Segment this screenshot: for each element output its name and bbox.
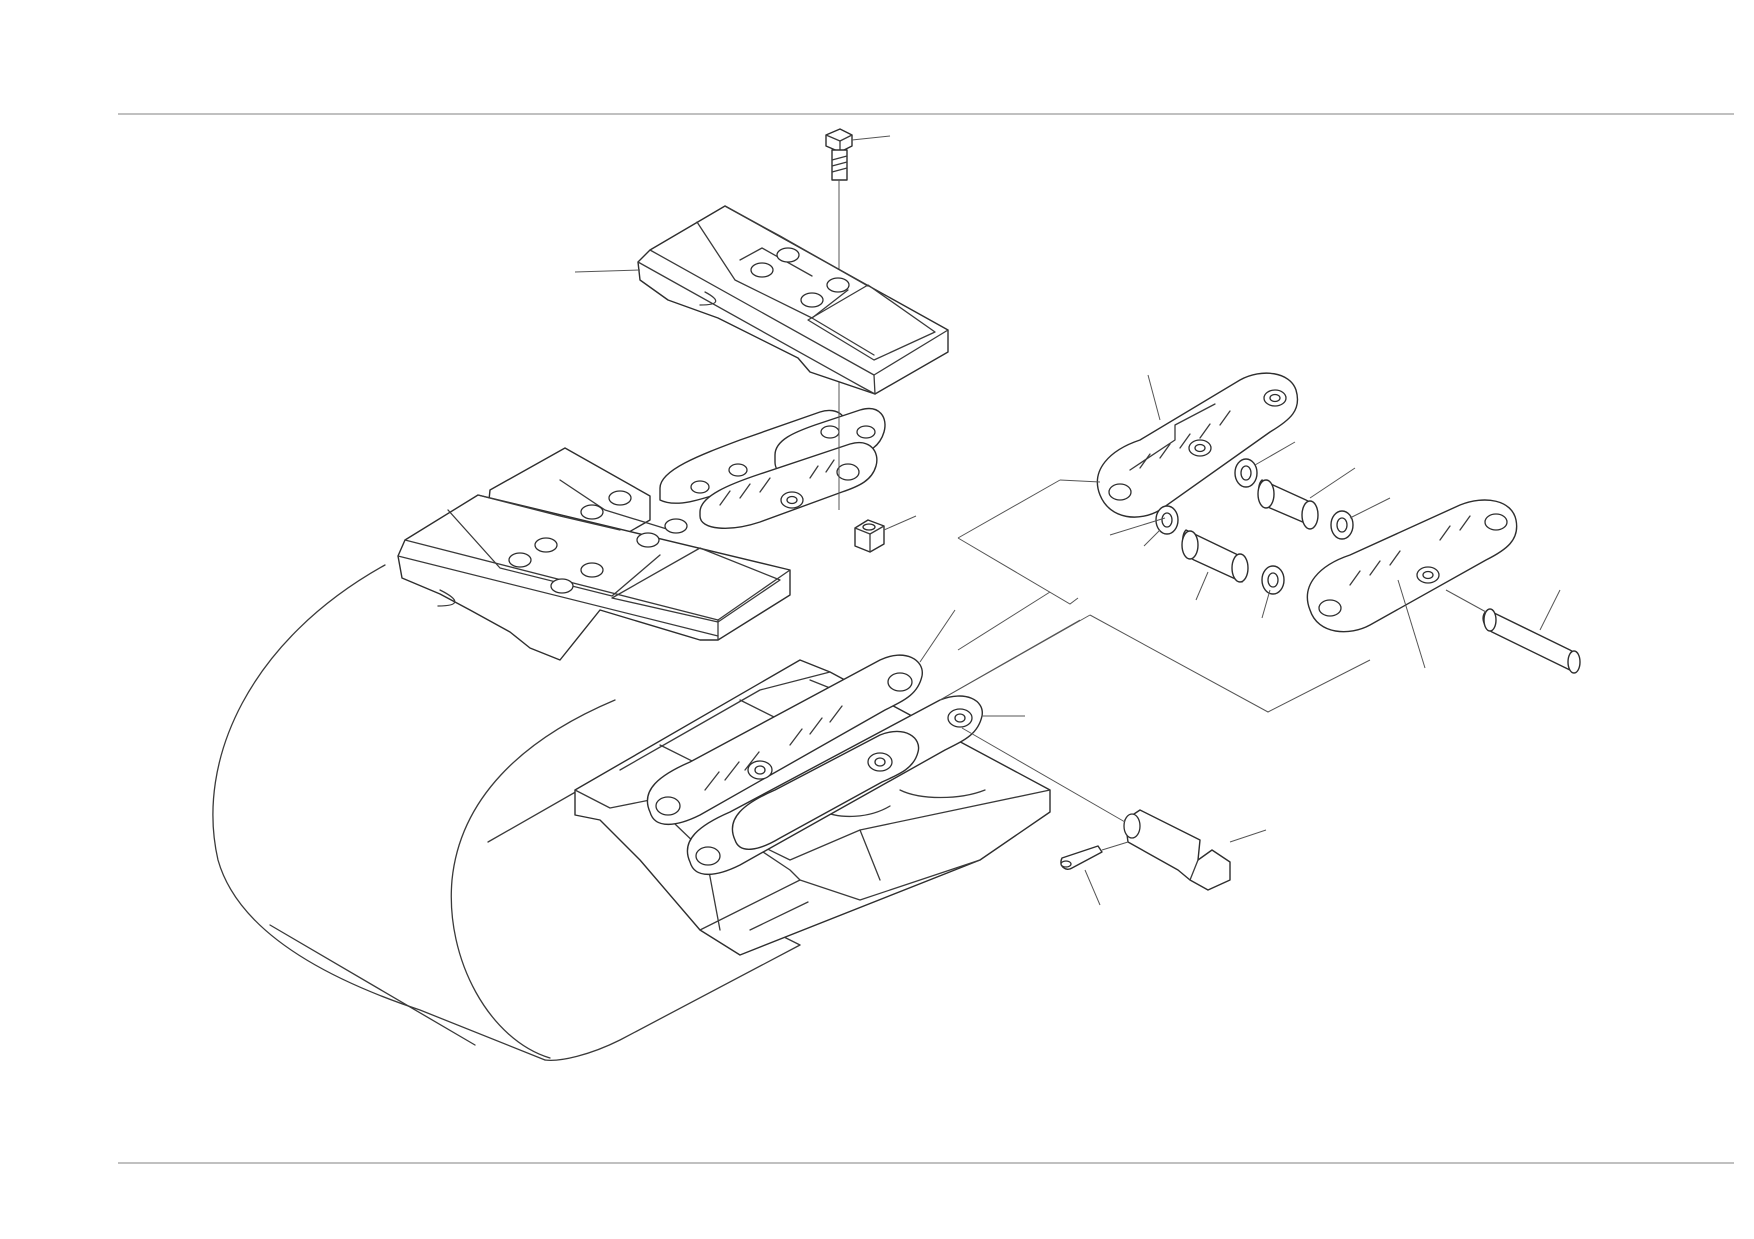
master-pin	[961, 727, 1267, 891]
rubber-track-belt	[212, 564, 801, 1061]
bushing	[1181, 467, 1356, 601]
track-pin	[1445, 589, 1581, 674]
mounted-track-shoes	[397, 447, 791, 661]
seal	[1143, 441, 1391, 619]
link-chain-outer	[646, 654, 983, 875]
assembly-outline	[919, 374, 1426, 717]
link-segment-lower	[1306, 499, 1518, 633]
chain-segment-upper	[659, 407, 886, 529]
nut	[838, 400, 917, 553]
cotter-pin	[1060, 841, 1129, 906]
link-segment-upper	[1096, 372, 1299, 518]
track-shoe	[574, 205, 949, 395]
